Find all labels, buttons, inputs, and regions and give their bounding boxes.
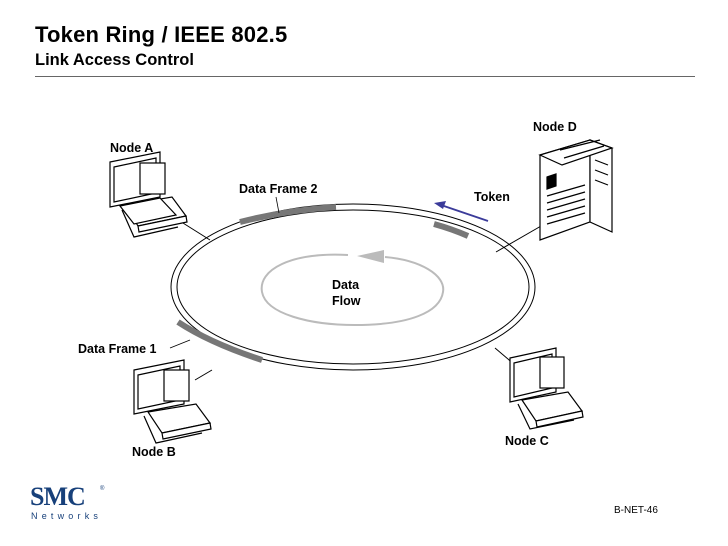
ring <box>170 203 536 371</box>
node-d-label: Node D <box>533 120 577 134</box>
title-divider <box>35 76 695 77</box>
node-d-server <box>538 139 614 241</box>
node-b-label: Node B <box>132 445 176 459</box>
token-arrow <box>434 201 489 222</box>
data-flow-label-line2: Flow <box>332 294 361 308</box>
node-a-label: Node A <box>110 141 154 155</box>
logo-subtext: Networks <box>31 511 103 521</box>
data-frame-2-label: Data Frame 2 <box>239 182 318 196</box>
node-links <box>174 217 549 381</box>
node-c-label: Node C <box>505 434 549 448</box>
data-flow-arrow <box>260 250 445 327</box>
logo-registered-mark: ® <box>100 486 105 492</box>
node-c-computer <box>509 347 584 430</box>
smc-networks-logo: SMC ® Networks <box>30 484 105 524</box>
slide-title: Token Ring / IEEE 802.5 <box>35 22 288 47</box>
token-label: Token <box>474 190 510 204</box>
data-flow-label-line1: Data <box>332 278 360 292</box>
logo-wordmark: SMC <box>30 482 86 511</box>
node-b-computer <box>133 359 212 444</box>
leader-lines <box>169 196 280 349</box>
data-frame-1-label: Data Frame 1 <box>78 342 157 356</box>
node-a-computer <box>109 151 188 238</box>
page-id: B-NET-46 <box>614 505 658 516</box>
frame-segments <box>176 204 470 363</box>
slide-subtitle: Link Access Control <box>35 51 194 69</box>
data-frame-2-segment <box>239 204 337 225</box>
data-frame-1-segment <box>176 319 263 363</box>
token-segment <box>433 221 470 239</box>
